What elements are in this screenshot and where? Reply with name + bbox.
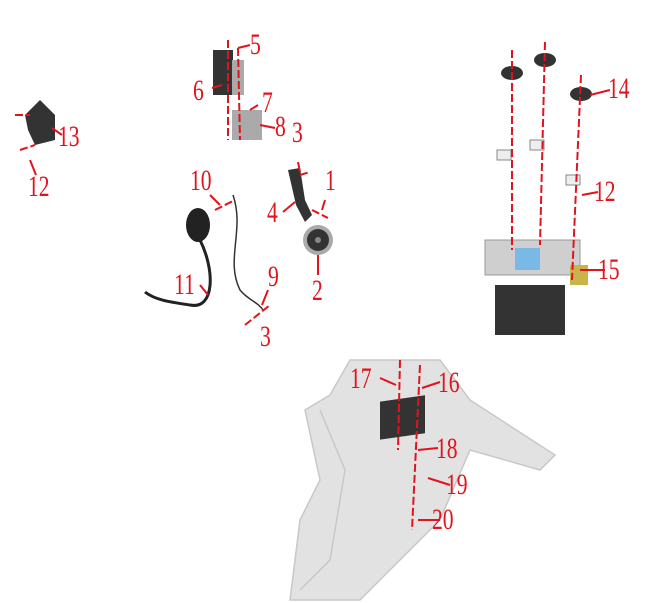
rubber-caps: [501, 53, 592, 101]
callout-16: 16: [438, 366, 460, 399]
callout-5: 5: [250, 28, 261, 61]
bracket-part-6: [213, 50, 262, 140]
lock-assembly: [484, 239, 588, 335]
callout-12-left: 12: [28, 170, 50, 203]
callout-17: 17: [350, 362, 372, 395]
callout-2: 2: [312, 274, 323, 307]
callout-7: 7: [262, 86, 273, 119]
callout-8: 8: [275, 110, 286, 143]
callout-11: 11: [174, 268, 195, 301]
screws: [496, 139, 581, 186]
callout-15: 15: [598, 253, 620, 286]
callout-3-bottom: 3: [260, 320, 271, 353]
callout-13: 13: [58, 120, 80, 153]
bracket-part-13: [25, 100, 55, 145]
callout-1: 1: [325, 164, 336, 197]
horn-bracket: [288, 168, 312, 222]
regulator: [380, 395, 425, 440]
leader-lines: [15, 40, 582, 531]
cable-9: [232, 194, 264, 311]
callout-ticks: [29, 44, 611, 521]
horn: [303, 225, 333, 255]
callout-12-right: 12: [594, 175, 616, 208]
callout-9: 9: [268, 260, 279, 293]
callout-10: 10: [190, 164, 212, 197]
rear-fender: [289, 359, 557, 601]
callout-18: 18: [436, 432, 458, 465]
callout-4: 4: [267, 196, 278, 229]
callout-14: 14: [608, 72, 630, 105]
callout-20: 20: [432, 503, 454, 536]
callout-6: 6: [193, 74, 204, 107]
callout-3-top: 3: [292, 116, 303, 149]
cable-11: [144, 239, 212, 307]
callout-19: 19: [446, 468, 468, 501]
sensor: [186, 208, 210, 242]
